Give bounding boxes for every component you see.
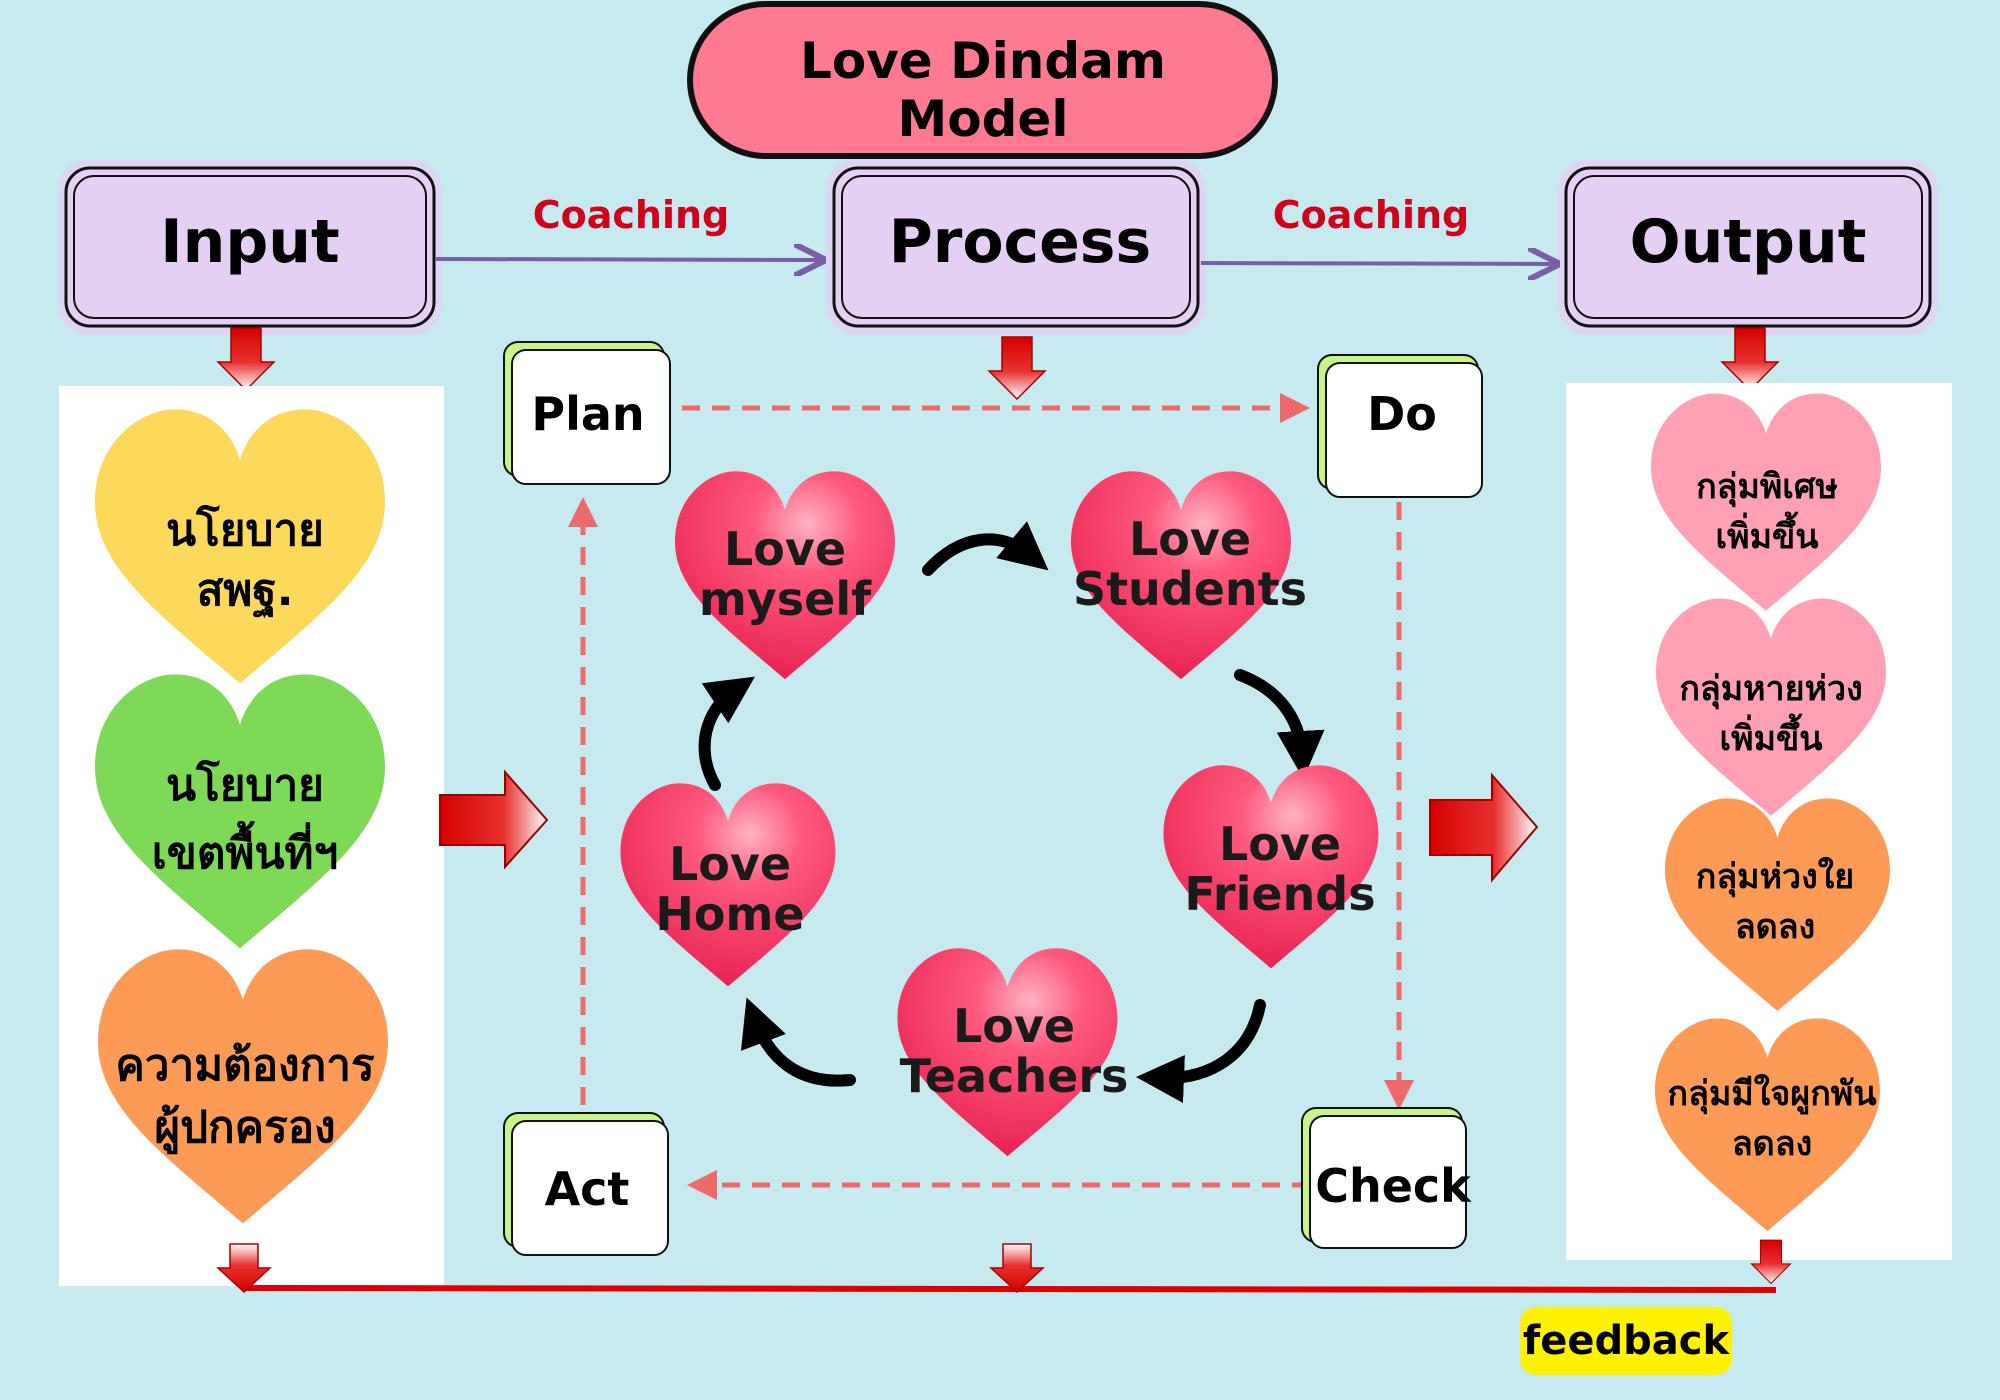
output-heart-4-line-1: กลุ่มมีใจผูกพัน [1668,1073,1877,1115]
love-home-line-2: Home [655,887,804,941]
output-heart-3: กลุ่มห่วงใย ลดลง [1665,798,1890,1011]
output-label: Output [1630,207,1867,277]
love-myself-line-2: myself [699,572,872,626]
heart-love-friends: Love Friends [1163,765,1379,969]
output-heart-2-line-1: กลุ่มหายห่วง [1679,669,1862,710]
plan-label: Plan [531,387,644,441]
input-heart-3-line-2: ผู้ปกครอง [154,1102,335,1154]
title-line-2: Model [898,90,1069,148]
love-teachers-line-1: Love [953,999,1075,1053]
input-heart-1: นโยบาย สพฐ. [95,409,385,684]
do-label: Do [1367,387,1437,441]
do-box: Do [1317,354,1483,498]
students-to-friends-arrow [1234,669,1325,779]
title-pill: Love Dindam Model [687,1,1278,159]
heart-love-myself: Love myself [675,471,895,680]
love-myself-line-1: Love [724,522,846,576]
input-box: Input [58,160,442,335]
feedback-line [241,1285,1777,1293]
myself-to-students-arrow [922,521,1049,576]
check-label: Check [1315,1159,1472,1213]
input-down-arrow-icon [217,327,275,391]
heart-love-home: Love Home [620,783,836,987]
process-label: Process [889,207,1151,277]
feedback-up-arrow-process-icon [989,1243,1045,1294]
heart-love-teachers: Love Teachers [897,948,1129,1157]
coaching-label-1: Coaching [533,193,730,237]
feedback-badge: feedback [1520,1307,1732,1375]
coaching-arrow-2 [1200,263,1556,264]
output-heart-1-line-2: เพิ่มขึ้น [1716,511,1819,557]
love-home-line-1: Love [669,837,791,891]
coaching-label-2: Coaching [1273,193,1470,237]
love-students-line-1: Love [1129,512,1251,566]
love-teachers-line-2: Teachers [900,1049,1129,1103]
output-heart-4-line-2: ลดลง [1732,1124,1812,1164]
input-heart-3-line-1: ความต้องการ [115,1040,375,1091]
output-box: Output [1558,160,1938,335]
love-friends-line-1: Love [1219,817,1341,871]
output-heart-3-line-2: ลดลง [1735,907,1815,947]
friends-to-teachers-arrow [1136,999,1266,1103]
plan-box: Plan [503,341,671,485]
home-to-myself-arrow [698,676,755,791]
check-box: Check [1301,1107,1472,1249]
input-label: Input [160,207,339,277]
output-heart-1-line-1: กลุ่มพิเศษ [1696,467,1838,508]
input-to-process-arrow-icon [439,769,549,870]
input-heart-2-line-1: นโยบาย [166,758,324,811]
output-down-arrow-icon [1721,327,1779,391]
feedback-label: feedback [1523,1318,1731,1364]
coaching-arrow-1 [435,259,822,260]
feedback-up-arrow-input-icon [216,1243,272,1294]
output-heart-2: กลุ่มหายห่วง เพิ่มขึ้น [1656,598,1886,816]
heart-love-students: Love Students [1071,471,1307,680]
title-line-1: Love Dindam [800,32,1166,90]
process-box: Process [826,160,1206,335]
output-heart-3-line-1: กลุ่มห่วงใย [1696,856,1854,898]
act-box: Act [503,1112,669,1256]
output-heart-2-line-2: เพิ่มขึ้น [1720,713,1823,759]
love-friends-line-2: Friends [1184,867,1375,921]
output-heart-1: กลุ่มพิเศษ เพิ่มขึ้น [1651,393,1881,611]
process-to-output-arrow-icon [1429,772,1539,883]
input-heart-1-line-2: สพฐ. [197,565,294,618]
input-heart-1-line-1: นโยบาย [166,503,324,556]
input-heart-2-line-2: เขตพื้นที่ฯ [152,820,338,879]
teachers-to-home-arrow [740,997,856,1087]
input-heart-2: นโยบาย เขตพื้นที่ฯ [95,674,385,949]
act-label: Act [545,1162,630,1216]
output-heart-4: กลุ่มมีใจผูกพัน ลดลง [1655,1018,1880,1231]
love-students-line-2: Students [1073,562,1307,616]
input-heart-3: ความต้องการ ผู้ปกครอง [98,949,388,1224]
process-down-arrow-icon [988,336,1046,400]
